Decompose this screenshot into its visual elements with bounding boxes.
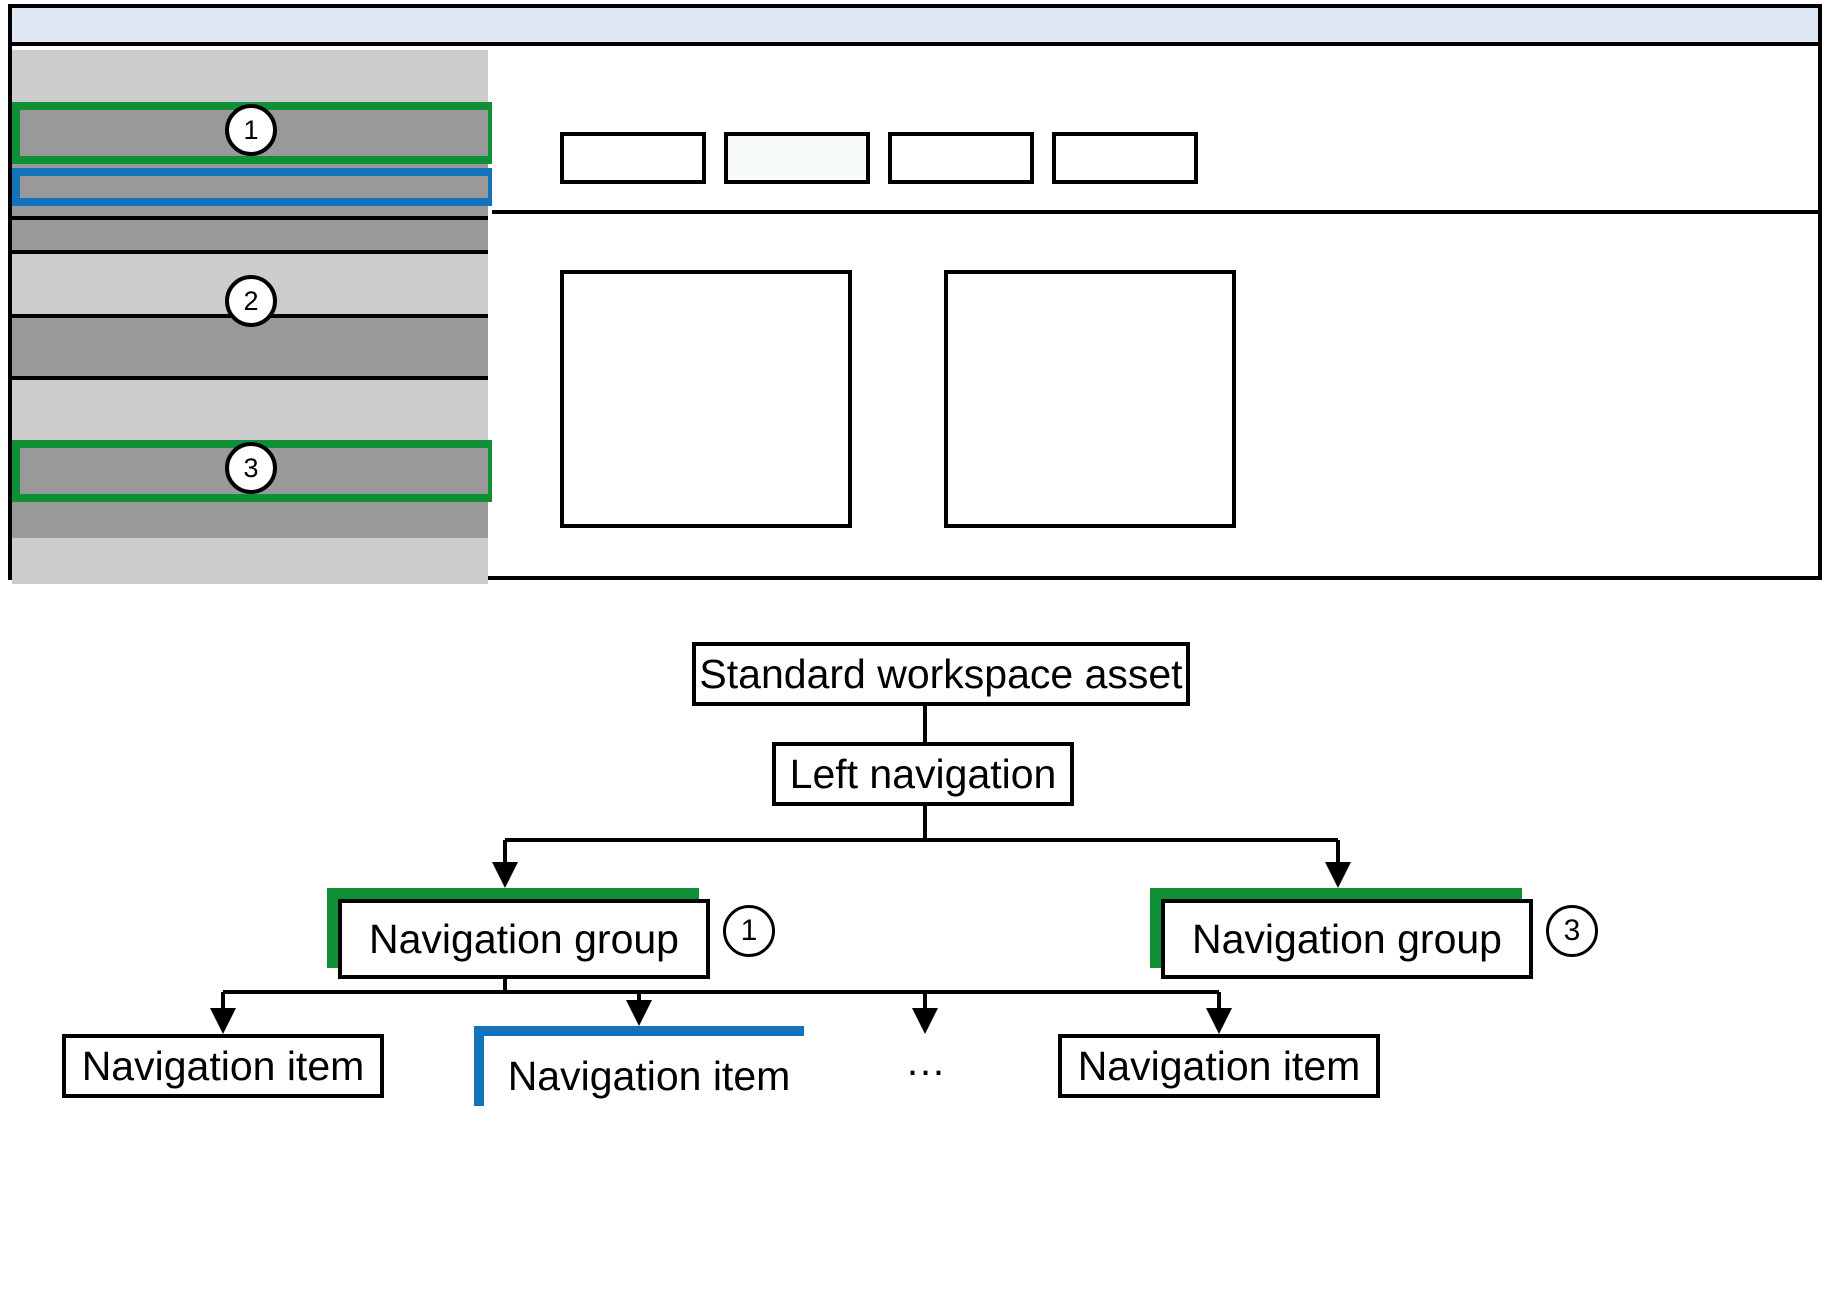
tab-4[interactable] [1052,132,1198,184]
tab-2-selected[interactable] [724,132,870,184]
content-card-1[interactable] [560,270,852,528]
nav-group-block [12,538,488,584]
tree-callout-badge-1: 1 [723,905,775,957]
node-label: Left navigation [789,750,1057,797]
node-navigation-item-1[interactable]: Navigation item [62,1034,384,1098]
tree-callout-badge-3: 3 [1546,905,1598,957]
node-label: Navigation item [507,1052,791,1099]
node-navigation-item-3-wrap: Navigation item [1058,1034,1380,1098]
content-area [492,50,1818,576]
callout-label: 1 [740,914,758,947]
node-standard-workspace-asset[interactable]: Standard workspace asset [692,642,1190,706]
node-ellipsis: … [905,1038,948,1084]
callout-label: 3 [243,452,259,483]
callout-label: 3 [1563,914,1581,947]
callout-label: 1 [243,114,259,145]
tab-1[interactable] [560,132,706,184]
node-navigation-item-2-highlight: Navigation item [474,1026,814,1116]
callout-badge-2: 2 [225,275,277,327]
tab-list [560,132,1198,184]
content-card-2[interactable] [944,270,1236,528]
highlight-band-blue [12,168,496,206]
node-label: Navigation group [369,915,679,962]
node-navigation-item-3[interactable]: Navigation item [1058,1034,1380,1098]
node-navigation-group-1[interactable]: Navigation group [338,899,710,979]
nav-item[interactable] [12,208,488,216]
node-left-navigation[interactable]: Left navigation [772,742,1074,806]
nav-group-header-3[interactable] [12,318,488,376]
node-navigation-item-2-selected[interactable]: Navigation item [484,1036,814,1116]
card-list [560,270,1236,528]
divider [12,250,488,254]
callout-badge-3: 3 [225,442,277,494]
node-label: Navigation item [81,1042,365,1089]
app-header-bar [12,8,1818,46]
node-label: Standard workspace asset [699,650,1183,697]
divider [12,376,488,380]
node-navigation-group-3[interactable]: Navigation group [1161,899,1533,979]
node-navigation-group-3-highlight: Navigation group [1150,888,1533,979]
workspace-wireframe [8,4,1822,584]
nav-group-header-2[interactable] [12,220,488,250]
callout-badge-1: 1 [225,104,277,156]
node-navigation-group-1-highlight: Navigation group [327,888,710,979]
tab-strip [492,50,1818,214]
node-navigation-item-1-wrap: Navigation item [62,1034,384,1098]
node-label: Navigation group [1192,915,1502,962]
nav-group-block [12,50,488,106]
node-label: Navigation item [1077,1042,1361,1089]
tab-3[interactable] [888,132,1034,184]
tree-connectors [210,706,1351,1034]
highlight-fill [20,176,488,198]
callout-label: 2 [243,285,259,316]
divider [12,216,488,220]
hierarchy-diagram: Standard workspace asset Left navigation… [0,600,1830,1291]
